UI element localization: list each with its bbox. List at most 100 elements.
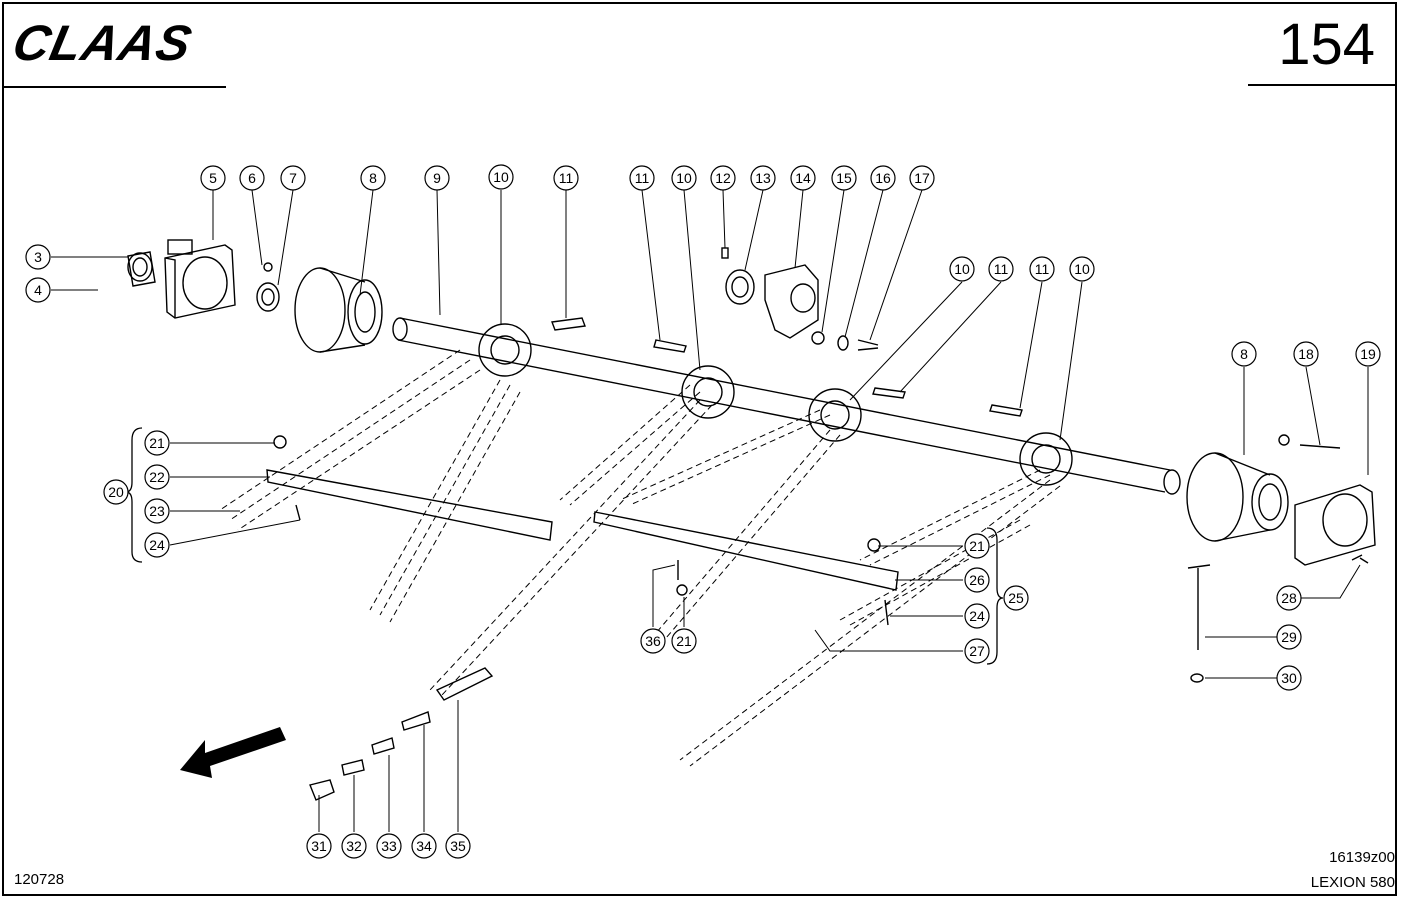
callout-number: 11 <box>635 170 650 186</box>
callout-circle <box>1276 585 1302 611</box>
flange-bearing-right-part <box>1186 452 1289 542</box>
callout-circle <box>964 567 990 593</box>
callout-circle <box>103 479 129 505</box>
callout-8: 8 <box>1231 341 1257 367</box>
header-rule-right <box>1248 84 1397 86</box>
callout-3: 3 <box>25 244 51 270</box>
callout-21: 21 <box>144 430 170 456</box>
chain-link-parts <box>309 667 494 801</box>
callout-10: 10 <box>488 164 514 190</box>
callout-21: 21 <box>964 533 990 559</box>
callout-number: 16 <box>875 170 891 186</box>
flange-bearing-left-part <box>294 267 383 353</box>
right-housing-parts <box>1278 434 1376 566</box>
callout-11: 11 <box>629 165 655 191</box>
callout-11: 11 <box>1029 256 1055 282</box>
callout-number: 5 <box>209 170 217 186</box>
callout-circle <box>964 533 990 559</box>
callout-13: 13 <box>750 165 776 191</box>
callout-number: 27 <box>969 643 985 659</box>
callout-circle <box>341 833 367 859</box>
callout-number: 30 <box>1281 670 1297 686</box>
callout-number: 12 <box>715 170 731 186</box>
callout-circle <box>144 498 170 524</box>
callout-20: 20 <box>103 479 129 505</box>
callout-21: 21 <box>671 628 697 654</box>
callout-number: 29 <box>1281 629 1297 645</box>
callout-19: 19 <box>1355 341 1381 367</box>
callout-circle <box>870 165 896 191</box>
callout-number: 4 <box>34 282 42 298</box>
callout-circle <box>1069 256 1095 282</box>
callout-number: 11 <box>994 261 1009 277</box>
sprocket-parts <box>478 323 1073 486</box>
callout-number: 11 <box>559 170 574 186</box>
callout-16: 16 <box>870 165 896 191</box>
callout-number: 13 <box>755 170 771 186</box>
callout-28: 28 <box>1276 585 1302 611</box>
callout-circle <box>750 165 776 191</box>
callout-26: 26 <box>964 567 990 593</box>
callout-circle <box>424 165 450 191</box>
callout-circle <box>671 628 697 654</box>
callout-circle <box>25 244 51 270</box>
callout-4: 4 <box>25 277 51 303</box>
callout-circle <box>909 165 935 191</box>
callout-circle <box>1231 341 1257 367</box>
callout-number: 22 <box>149 469 165 485</box>
callout-circle <box>831 165 857 191</box>
callout-number: 10 <box>954 261 970 277</box>
callout-circle <box>144 464 170 490</box>
callout-10: 10 <box>671 165 697 191</box>
callout-number: 26 <box>969 572 985 588</box>
callout-31: 31 <box>306 833 332 859</box>
callout-11: 11 <box>553 165 579 191</box>
group-brace-20 <box>125 427 143 563</box>
callout-number: 32 <box>346 838 362 854</box>
callout-8: 8 <box>360 165 386 191</box>
callout-number: 20 <box>108 484 124 500</box>
callout-circle <box>964 603 990 629</box>
callout-number: 21 <box>149 435 165 451</box>
callout-circle <box>144 430 170 456</box>
page-number: 154 <box>1278 12 1375 77</box>
callout-34: 34 <box>411 833 437 859</box>
bearing-cap-part <box>127 251 156 287</box>
callout-29: 29 <box>1276 624 1302 650</box>
callout-circle <box>640 628 666 654</box>
callout-10: 10 <box>1069 256 1095 282</box>
callout-17: 17 <box>909 165 935 191</box>
callout-7: 7 <box>280 165 306 191</box>
drive-shaft-part <box>392 317 1181 495</box>
callout-circle <box>376 833 402 859</box>
callout-number: 34 <box>416 838 432 854</box>
callout-9: 9 <box>424 165 450 191</box>
callout-circle <box>553 165 579 191</box>
callout-number: 23 <box>149 503 165 519</box>
callout-number: 6 <box>248 170 256 186</box>
callout-number: 24 <box>149 537 165 553</box>
callout-number: 14 <box>795 170 811 186</box>
callout-14: 14 <box>790 165 816 191</box>
callout-number: 10 <box>676 170 692 186</box>
callout-number: 28 <box>1281 590 1297 606</box>
callout-circle <box>949 256 975 282</box>
callout-number: 7 <box>289 170 297 186</box>
projection-lines <box>219 349 1061 767</box>
callout-24: 24 <box>964 603 990 629</box>
callout-circle <box>964 638 990 664</box>
callout-33: 33 <box>376 833 402 859</box>
callout-number: 33 <box>381 838 397 854</box>
callout-number: 18 <box>1298 346 1314 362</box>
callout-number: 35 <box>450 838 466 854</box>
callout-number: 19 <box>1360 346 1376 362</box>
callout-circle <box>1276 665 1302 691</box>
callout-circle <box>280 165 306 191</box>
callout-circle <box>411 833 437 859</box>
callout-6: 6 <box>239 165 265 191</box>
callout-circle <box>1276 624 1302 650</box>
callout-10: 10 <box>949 256 975 282</box>
